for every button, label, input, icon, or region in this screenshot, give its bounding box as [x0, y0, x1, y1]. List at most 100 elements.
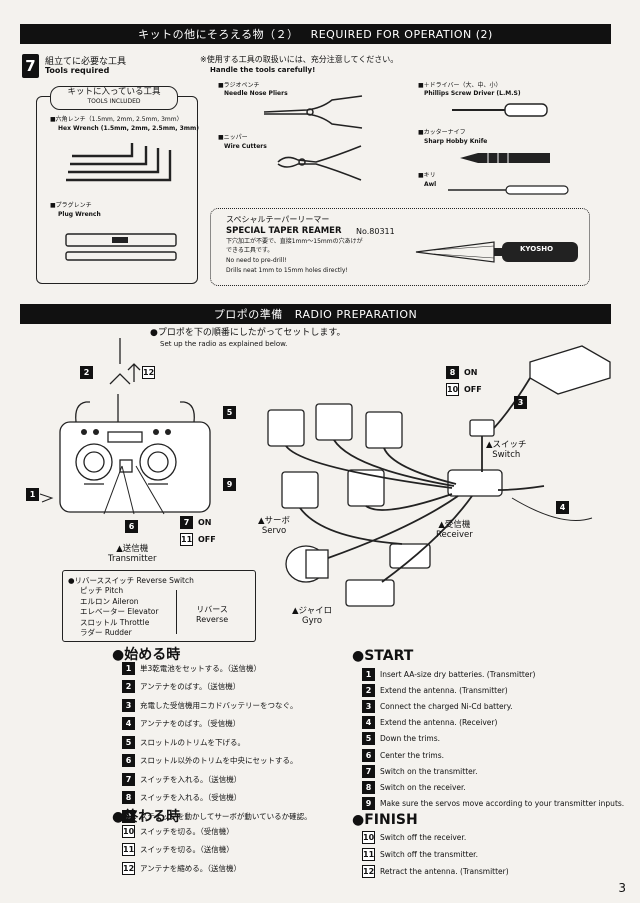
step-text: Switch on the transmitter. — [380, 766, 478, 776]
section-header-radio: プロポの準備 RADIO PREPARATION — [20, 304, 611, 324]
step-text: Down the trims. — [380, 734, 441, 744]
header-en: REQUIRED FOR OPERATION (2) — [310, 27, 493, 41]
reamer-desc-3: No need to pre-drill! — [226, 257, 287, 264]
awl-label-jp: ■キリ — [418, 172, 436, 179]
step-text: Connect the charged Ni-Cd battery. — [380, 701, 513, 711]
reamer-brand: KYOSHO — [520, 245, 554, 253]
step-text: Retract the antenna. (Transmitter) — [380, 866, 509, 876]
step-number: 2 — [362, 683, 375, 697]
handle-note-en: Handle the tools carefully! — [210, 66, 316, 74]
knife-label-jp: ■カッターナイフ — [418, 129, 466, 136]
step-number: 9 — [362, 797, 375, 811]
reamer-title-en: SPECIAL TAPER REAMER — [226, 226, 342, 236]
reamer-desc-4: Drills neat 1mm to 15mm holes directly! — [226, 267, 348, 274]
step-number: 7 — [122, 772, 135, 786]
reverse-switch-title: ●リバーススイッチ Reverse Switch — [68, 576, 194, 585]
cutters-label-en: Wire Cutters — [224, 143, 267, 150]
step-text: アンテナをのばす。（送信機） — [140, 682, 241, 691]
step-text: Extend the antenna. (Receiver) — [380, 718, 498, 728]
reamer-desc-1: 下穴加工が不要で、直接1mm〜15mmの穴あけが — [226, 238, 363, 245]
step-badge: 7 — [22, 54, 39, 78]
step-4-marker: 4 — [556, 497, 574, 516]
step-text: Make sure the servos move according to y… — [380, 799, 625, 809]
step-number: 5 — [362, 732, 375, 746]
transmitter-illustration — [39, 338, 211, 515]
step-number: 1 — [362, 667, 375, 681]
start-title-en: ●START — [352, 648, 414, 664]
cutters-label-jp: ■ニッパー — [218, 134, 248, 141]
step-row: 7 Switch on the transmitter. — [362, 764, 478, 778]
reamer-desc-2: できる工具です。 — [226, 247, 274, 254]
section-header-required: キットの他にそろえる物（２） REQUIRED FOR OPERATION (2… — [20, 24, 611, 44]
step-number: 10 — [122, 824, 135, 838]
step-text: スイッチを入れる。（受信機） — [140, 793, 242, 802]
reverse-item: ラダー Rudder — [80, 628, 132, 637]
step-row: 7 スイッチを入れる。（送信機） — [122, 772, 241, 786]
step-2-marker: 2 — [80, 362, 98, 381]
step-number: 7 — [362, 764, 375, 778]
tools-included-label: キットに入っている工具 TOOLS INCLUDED — [50, 86, 178, 110]
step-number: 9 — [122, 809, 135, 823]
step-row: 12 Retract the antenna. (Transmitter) — [362, 864, 509, 878]
step-text: スイッチを入れる。（送信機） — [140, 774, 242, 784]
reverse-bracket — [172, 590, 177, 634]
step-text: アンテナを縮める。（送信機） — [140, 863, 241, 873]
hex-wrench-icon — [66, 143, 172, 182]
step-text: スロットルのトリムを下げる。 — [140, 737, 245, 747]
step-text: Switch off the receiver. — [380, 832, 467, 842]
step-number: 6 — [362, 748, 375, 762]
reverse-item: エレベーター Elevator — [80, 607, 159, 616]
awl-icon — [448, 185, 569, 195]
step-text: Switch on the receiver. — [380, 782, 466, 792]
plug-wrench-label-en: Plug Wrench — [58, 211, 101, 218]
step-text: Switch off the transmitter. — [380, 849, 478, 859]
step-row: 9 Make sure the servos move according to … — [362, 797, 624, 811]
step-text: Center the trims. — [380, 750, 445, 760]
page-number: 3 — [618, 881, 626, 895]
reamer-title-jp: スペシャルテーパーリーマー — [226, 215, 330, 224]
driver-label-jp: ■＋ドライバー（大、中、小） — [418, 82, 502, 89]
plug-wrench-icon — [65, 233, 177, 261]
step-row: 4 Extend the antenna. (Receiver) — [362, 716, 497, 730]
knife-label-en: Sharp Hobby Knife — [424, 138, 488, 145]
step-number: 6 — [122, 754, 135, 767]
step-number: 2 — [122, 680, 135, 693]
step-row: 9 スティックを動かしてサーボが動いているか確認。 — [122, 809, 312, 823]
finish-title-en: ●FINISH — [352, 812, 418, 828]
step-3-marker: 3 — [514, 392, 532, 411]
step-number: 8 — [122, 791, 135, 804]
tools-title-en: Tools required — [45, 66, 110, 75]
step-row: 8 スイッチを入れる。（受信機） — [122, 791, 241, 805]
plug-wrench-label-jp: ■プラグレンチ — [50, 202, 92, 209]
step-number: 8 — [362, 780, 375, 794]
step-1-marker: 1 — [26, 484, 44, 503]
step-9-marker: 9 — [223, 474, 241, 493]
step-5-marker: 5 — [223, 402, 241, 421]
finish-title-jp: ●終わる時 — [112, 809, 181, 825]
step-number: 12 — [362, 864, 375, 878]
step-number: 3 — [122, 698, 135, 712]
hex-wrench-label-jp: ■六角レンチ（1.5mm, 2mm, 2.5mm, 3mm） — [50, 116, 183, 123]
header2-en: RADIO PREPARATION — [294, 307, 418, 321]
handle-note-jp: ※使用する工具の取扱いには、充分注意してください。 — [200, 55, 399, 64]
step-number: 4 — [362, 716, 375, 730]
step-row: 8 Switch on the receiver. — [362, 780, 466, 794]
pliers-label-en: Needle Nose Pliers — [224, 90, 288, 97]
reverse-item: スロットル Throttle — [80, 617, 150, 627]
step-text: スティックを動かしてサーボが動いているか確認。 — [140, 811, 312, 821]
